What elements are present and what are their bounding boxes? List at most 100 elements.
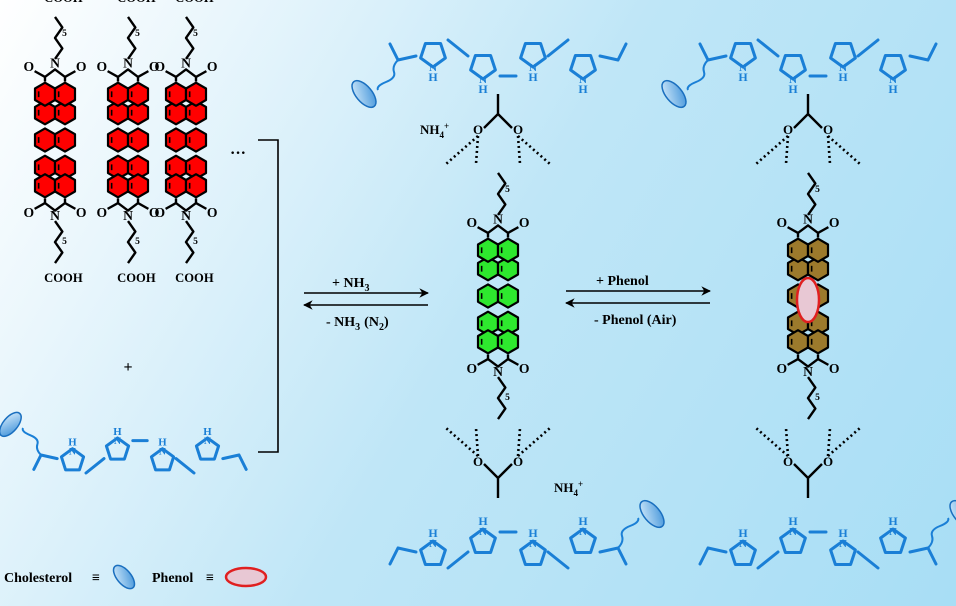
hydrogen-atom: H (888, 514, 898, 528)
pdi-ring (53, 154, 77, 180)
oxygen-atom: O (777, 215, 788, 230)
imide-ring (116, 68, 140, 82)
pdi-ring (53, 127, 77, 153)
alkyl-chain (126, 16, 137, 60)
nitrogen-atom: N (739, 538, 747, 550)
carbonyl-bond (195, 70, 207, 78)
hydrogen-atom: H (158, 437, 167, 449)
nitrogen-atom: N (803, 364, 813, 379)
hydrogen-atom: H (578, 82, 588, 96)
carbonyl-bond (137, 202, 149, 210)
pdi-ring (53, 81, 77, 107)
nitrogen-atom: N (529, 62, 537, 74)
carbonyl-bond (787, 358, 799, 366)
pyrrole-ring (729, 42, 757, 69)
nitrogen-atom: N (889, 526, 897, 538)
hydrogen-bond (755, 135, 789, 165)
imide-ring (116, 198, 140, 212)
nitrogen-atom: N (739, 62, 747, 74)
hydrogen-atom: H (528, 70, 538, 84)
pyrrole-ring (419, 539, 447, 566)
pdi-ring (806, 237, 830, 263)
carboxylate-oxygen: O (783, 454, 793, 469)
nitrogen-atom: N (889, 74, 897, 86)
nitrogen-atom: N (839, 62, 847, 74)
cholesterol-icon (112, 564, 136, 590)
nitrogen-atom: N (50, 55, 60, 70)
meso-bonds (698, 42, 938, 62)
bridge-bonds (756, 530, 880, 570)
pyrrole-ring (569, 527, 597, 554)
alkyl-chain (126, 220, 137, 264)
nitrogen-atom: N (803, 211, 813, 226)
oxygen-atom: O (467, 361, 478, 376)
hydrogen-atom: H (788, 514, 798, 528)
hydrogen-bond (784, 135, 790, 165)
chain-count-5: 5 (505, 393, 510, 403)
nitrogen-atom: N (579, 74, 587, 86)
nitrogen-atom: N (479, 74, 487, 86)
pyrrole-ring (779, 54, 807, 81)
pyrrole-ring (469, 54, 497, 81)
arrow-label-remove-nh3: - NH3(N2) (326, 315, 389, 333)
legend: Cholesterol ≡ Phenol ≡ (4, 564, 268, 590)
pyrrole-ring (729, 539, 757, 566)
nitrogen-atom: N (159, 447, 166, 458)
nitrogen-atom: N (493, 364, 503, 379)
pyrrole-ring (779, 527, 807, 554)
hydrogen-atom: H (478, 82, 488, 96)
hydrogen-atom: H (68, 437, 77, 449)
phenol-guest (795, 276, 821, 324)
chain-count-5: 5 (193, 29, 198, 39)
hydrogen-atom: H (738, 526, 748, 540)
hydrogen-bond (827, 135, 861, 165)
pdi-column-2: OON5COOHOON5COOH (97, 0, 160, 285)
hydrogen-bond (474, 427, 480, 457)
cholesterol-icon (0, 411, 22, 438)
oxygen-atom: O (829, 215, 840, 230)
pyrrole-ring (569, 54, 597, 81)
hydrogen-bond (784, 427, 790, 457)
pyrrole-ring (879, 527, 907, 554)
cooh-group: COOH (44, 271, 83, 285)
pyrrole-ring (469, 527, 497, 554)
nitrogen-atom: N (114, 436, 121, 447)
pyrrole-ring (519, 42, 547, 69)
oxygen-atom: O (519, 361, 530, 376)
carboxylate-oxygen: O (783, 122, 793, 137)
chain-count-5: 5 (815, 185, 820, 195)
hydrogen-atom: H (113, 426, 122, 438)
chain-count-5: 5 (193, 237, 198, 247)
pyrrole-ring (829, 42, 857, 69)
carbonyl-bond (817, 358, 829, 366)
oxygen-atom: O (777, 361, 788, 376)
alkyl-chain (806, 172, 817, 216)
pyrrole-ring (419, 42, 447, 69)
pdi-ring (53, 173, 77, 199)
pyrrole-ring (519, 539, 547, 566)
linker (376, 59, 399, 91)
nitrogen-atom: N (479, 526, 487, 538)
hydrogen-atom: H (478, 514, 488, 528)
carboxylate-oxygen: O (473, 122, 483, 137)
imide-ring (796, 354, 820, 368)
alkyl-chain (53, 16, 64, 60)
pyrrole-ring (104, 436, 131, 461)
pdi-ring (184, 127, 208, 153)
legend-cholesterol-label: Cholesterol (4, 571, 72, 586)
pyrrole-ring (194, 436, 221, 461)
nitrogen-atom: N (181, 208, 191, 223)
oxygen-atom: O (519, 215, 530, 230)
bridge-bonds (84, 439, 196, 475)
imide-ring (796, 224, 820, 238)
carbonyl-bond (507, 226, 519, 234)
hydrogen-atom: H (738, 70, 748, 84)
legend-equiv-1: ≡ (92, 571, 100, 586)
